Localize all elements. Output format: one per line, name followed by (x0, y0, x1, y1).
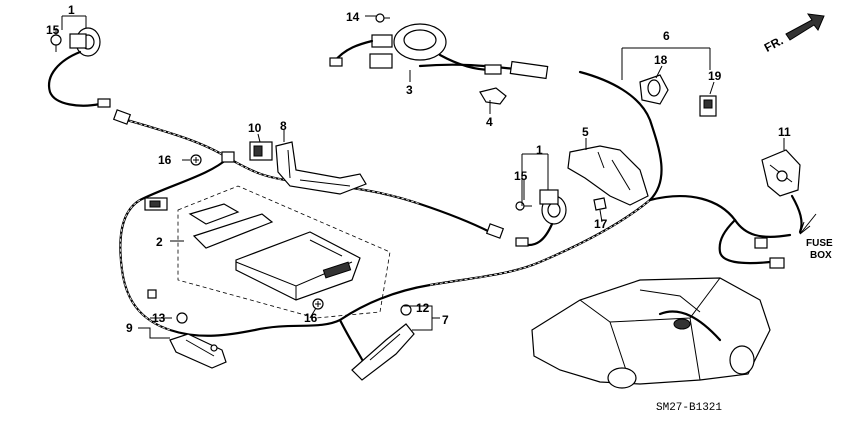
harness-connectors (112, 60, 785, 299)
leader-lines (55, 15, 785, 339)
part-10-connector (249, 141, 273, 161)
part-11-sensor (761, 149, 803, 234)
part-16-bolt-upper (190, 154, 202, 166)
fuse-box-label-line1: FUSE (806, 238, 833, 249)
label-part-5: 5 (582, 125, 589, 139)
part-3-cable-reel (329, 13, 502, 75)
fuse-box-pointer (799, 213, 817, 235)
label-part-19: 19 (708, 69, 722, 83)
label-part-8: 8 (280, 119, 287, 133)
part-9-bracket (169, 312, 227, 369)
part-1-sensor-top (47, 27, 111, 108)
part-labels: 1 15 14 3 6 18 19 4 10 8 16 5 1 15 17 11… (46, 3, 791, 335)
vehicle-location-inset (531, 277, 771, 389)
label-part-11: 11 (778, 125, 791, 139)
part-4-clip (479, 87, 507, 105)
label-part-12: 12 (416, 301, 430, 315)
label-part-1-top: 1 (68, 3, 75, 17)
part-1-sensor-lower (515, 189, 567, 247)
label-part-2: 2 (156, 235, 163, 249)
label-part-16-upper: 16 (158, 153, 172, 167)
label-part-13: 13 (152, 311, 166, 325)
label-part-4: 4 (486, 115, 493, 129)
part-16-bolt-lower (312, 298, 324, 310)
fuse-box-label-line2: BOX (810, 250, 832, 261)
part-17-clip (593, 197, 607, 211)
label-part-16-lower: 16 (304, 311, 318, 325)
part-2-srs-unit-box (177, 185, 391, 319)
label-part-18: 18 (654, 53, 668, 67)
label-part-6: 6 (663, 29, 670, 43)
part-7-holder (351, 304, 415, 381)
part-18-holder (639, 74, 669, 105)
front-direction-arrow (785, 13, 825, 41)
part-19-holder (699, 95, 717, 117)
diagram-code: SM27-B1321 (656, 402, 722, 414)
label-part-9: 9 (126, 321, 133, 335)
label-part-14: 14 (346, 10, 360, 24)
label-part-3: 3 (406, 83, 413, 97)
label-part-15-lower: 15 (514, 169, 528, 183)
label-part-7: 7 (442, 313, 449, 327)
front-direction-label: FR. (762, 33, 786, 54)
part-8-harness-holder (275, 141, 367, 195)
label-part-10: 10 (248, 121, 262, 135)
label-part-17: 17 (594, 217, 608, 231)
label-part-1-lower: 1 (536, 143, 543, 157)
label-part-15-top: 15 (46, 23, 60, 37)
part-5-cover (567, 145, 649, 206)
